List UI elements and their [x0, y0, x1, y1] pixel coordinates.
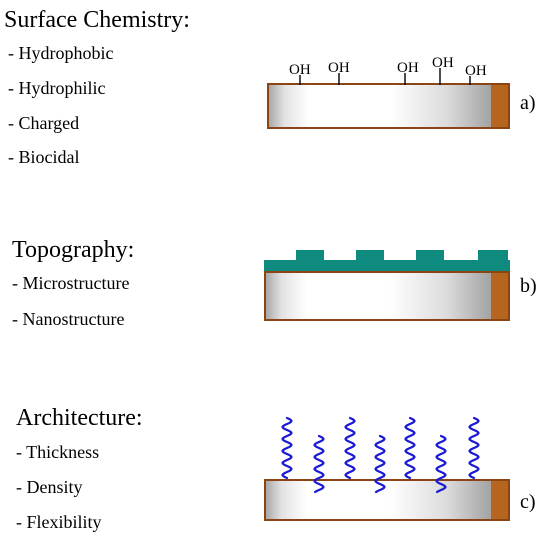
hydroxyl-group: OH: [432, 55, 454, 85]
polymer-chain: [435, 434, 447, 494]
polymer-chain: [313, 434, 325, 494]
panel-b-substrate-face: [266, 273, 491, 319]
panel-a-substrate-edge: [491, 85, 508, 127]
hydroxyl-label: OH: [289, 62, 311, 78]
panel-a-item-hydrophobic: - Hydrophobic: [8, 43, 114, 63]
panel-b-heading: Topography:: [12, 237, 135, 263]
polymer-chain: [344, 416, 356, 480]
hydroxyl-label: OH: [465, 63, 487, 79]
topography-block: [296, 250, 324, 261]
hydroxyl-group: OH: [465, 63, 487, 85]
panel-a-substrate: [267, 83, 510, 129]
topography-block: [356, 250, 384, 261]
topography-layer: [264, 260, 510, 271]
polymer-chain: [404, 416, 416, 480]
panel-c-item-flexibility: - Flexibility: [16, 512, 102, 532]
hydroxyl-group: OH: [289, 62, 311, 85]
panel-b-item-microstructure: - Microstructure: [12, 273, 130, 293]
hydroxyl-group: OH: [397, 60, 419, 85]
panel-c-heading: Architecture:: [16, 405, 143, 431]
panel-c-item-density: - Density: [16, 477, 83, 497]
panel-a-hydroxyl-groups: OH OH OH OH OH: [289, 55, 487, 85]
panel-b-substrate-edge: [491, 273, 508, 319]
panel-a-heading: Surface Chemistry:: [4, 7, 190, 33]
panel-a-item-hydrophilic: - Hydrophilic: [8, 78, 106, 98]
panel-b-tag: b): [520, 275, 537, 297]
polymer-chain: [468, 416, 480, 480]
panel-b-substrate: [264, 271, 510, 321]
hydroxyl-label: OH: [328, 60, 350, 76]
panel-a-tag: a): [520, 92, 536, 114]
panel-c-substrate-face: [266, 481, 491, 519]
panel-c-polymer-chains: [281, 416, 480, 494]
hydroxyl-label: OH: [432, 55, 454, 71]
panel-c-tag: c): [520, 491, 536, 513]
panel-b-item-nanostructure: - Nanostructure: [12, 309, 125, 329]
panel-c-item-thickness: - Thickness: [16, 442, 100, 462]
panel-a-item-biocidal: - Biocidal: [8, 147, 80, 167]
panel-a-item-charged: - Charged: [8, 113, 80, 133]
panel-c-substrate: [264, 479, 510, 521]
polymer-chain: [281, 416, 293, 480]
panel-c-substrate-edge: [491, 481, 508, 519]
topography-block: [478, 250, 508, 261]
panel-a-substrate-face: [269, 85, 491, 127]
topography-block: [416, 250, 444, 261]
panel-b-topography-blocks: [264, 250, 510, 271]
hydroxyl-label: OH: [397, 60, 419, 76]
hydroxyl-group: OH: [328, 60, 350, 85]
polymer-chain: [374, 434, 386, 494]
